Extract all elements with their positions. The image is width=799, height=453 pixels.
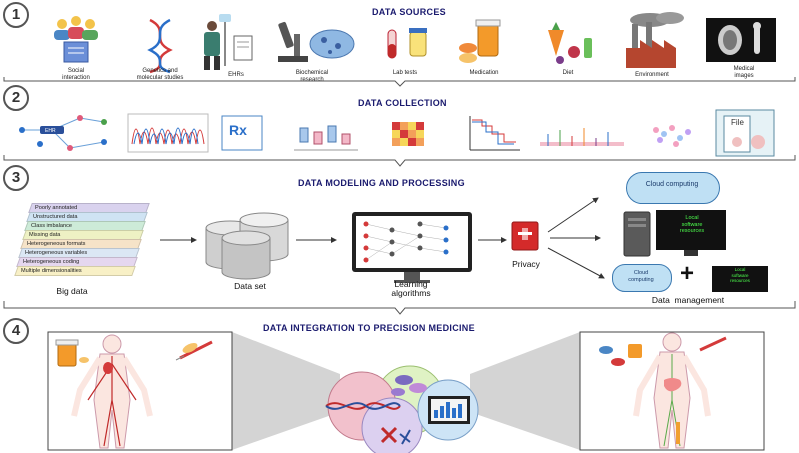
section-title-data-integration: DATA INTEGRATION TO PRECISION MEDICINE (263, 323, 475, 333)
plus-sign: + (680, 260, 695, 287)
chromatogram-icon (127, 113, 209, 153)
bracket-3 (3, 301, 796, 315)
source-label-diet: Diet (562, 70, 574, 76)
local-software-small-label: Local software resources (730, 267, 750, 283)
label-privacy: Privacy (512, 259, 540, 269)
step-number-3: 3 (3, 165, 29, 191)
server-computer-icon (623, 210, 726, 257)
source-label-ehrs: EHRs (228, 72, 244, 78)
local-software-label: Local software resources (679, 215, 705, 234)
factory-icon (626, 12, 684, 68)
pills-small-icon (391, 375, 427, 396)
source-label-labtests: Lab tests (392, 70, 418, 76)
ehr-badge: EHR (45, 128, 56, 134)
rx-label: Rx (229, 122, 247, 138)
chromosome-icon (380, 426, 411, 445)
medical-file-icon (715, 109, 775, 157)
local-software-screen-icon (712, 266, 768, 292)
microscope-icon (278, 21, 355, 62)
bracket-1 (3, 77, 796, 87)
privacy-lock-icon (511, 221, 539, 251)
source-label-environment: Environment (635, 72, 669, 78)
xray-icon (706, 18, 776, 62)
network-graph-icon (19, 115, 107, 151)
male-body-anatomy-panel (579, 331, 765, 451)
survival-curve-icon (469, 116, 520, 151)
database-icon (205, 212, 289, 280)
cloud-computing-small-icon (612, 264, 672, 292)
section-title-data-sources: DATA SOURCES (372, 7, 446, 17)
label-data-management: Data management (651, 295, 725, 305)
processing-graphics (160, 197, 768, 292)
pills-icon (459, 19, 501, 63)
test-tube-icon (387, 28, 427, 59)
label-big-data: Big data (56, 286, 88, 296)
collection-icons (19, 109, 775, 157)
boxplot-icon (294, 125, 358, 151)
bracket-2 (3, 155, 796, 167)
prescription-icon (221, 115, 263, 151)
label-learning-algorithms: Learning algorithms (391, 279, 431, 298)
label-data-set: Data set (234, 281, 266, 291)
dna-strand-icon (325, 402, 401, 410)
female-body-anatomy-panel (47, 331, 233, 451)
step-number-2: 2 (3, 85, 29, 111)
section-title-data-collection: DATA COLLECTION (358, 98, 447, 108)
dna-icon (147, 18, 173, 74)
section-title-data-modeling: DATA MODELING AND PROCESSING (298, 178, 465, 188)
source-label-genetics: Genetics and molecular studies (136, 68, 184, 81)
file-label: File (731, 118, 744, 127)
heatmap-icon (392, 122, 424, 146)
doctor-patient-icon (204, 14, 253, 70)
analysis-monitor-icon (428, 396, 470, 424)
manhattan-plot-icon (540, 128, 624, 146)
cloud-computing-small-label: Cloud computing (628, 270, 654, 283)
food-icon (548, 22, 592, 64)
source-label-medical-images: Medical images (733, 66, 755, 79)
neural-network-monitor-icon (352, 212, 472, 283)
sources-icons (54, 12, 776, 74)
cloud-computing-label: Cloud computing (645, 181, 699, 188)
step-number-1: 1 (3, 2, 29, 28)
people-icon (54, 16, 98, 63)
cloud-computing-icon (626, 172, 720, 204)
cluster-plot-icon (653, 125, 691, 147)
source-label-biochemical: Biochemical research (295, 70, 329, 83)
source-label-medication: Medication (469, 70, 499, 76)
source-label-social: Social interaction (62, 68, 90, 81)
step-number-4: 4 (3, 318, 29, 344)
integration-graphics (47, 331, 765, 453)
